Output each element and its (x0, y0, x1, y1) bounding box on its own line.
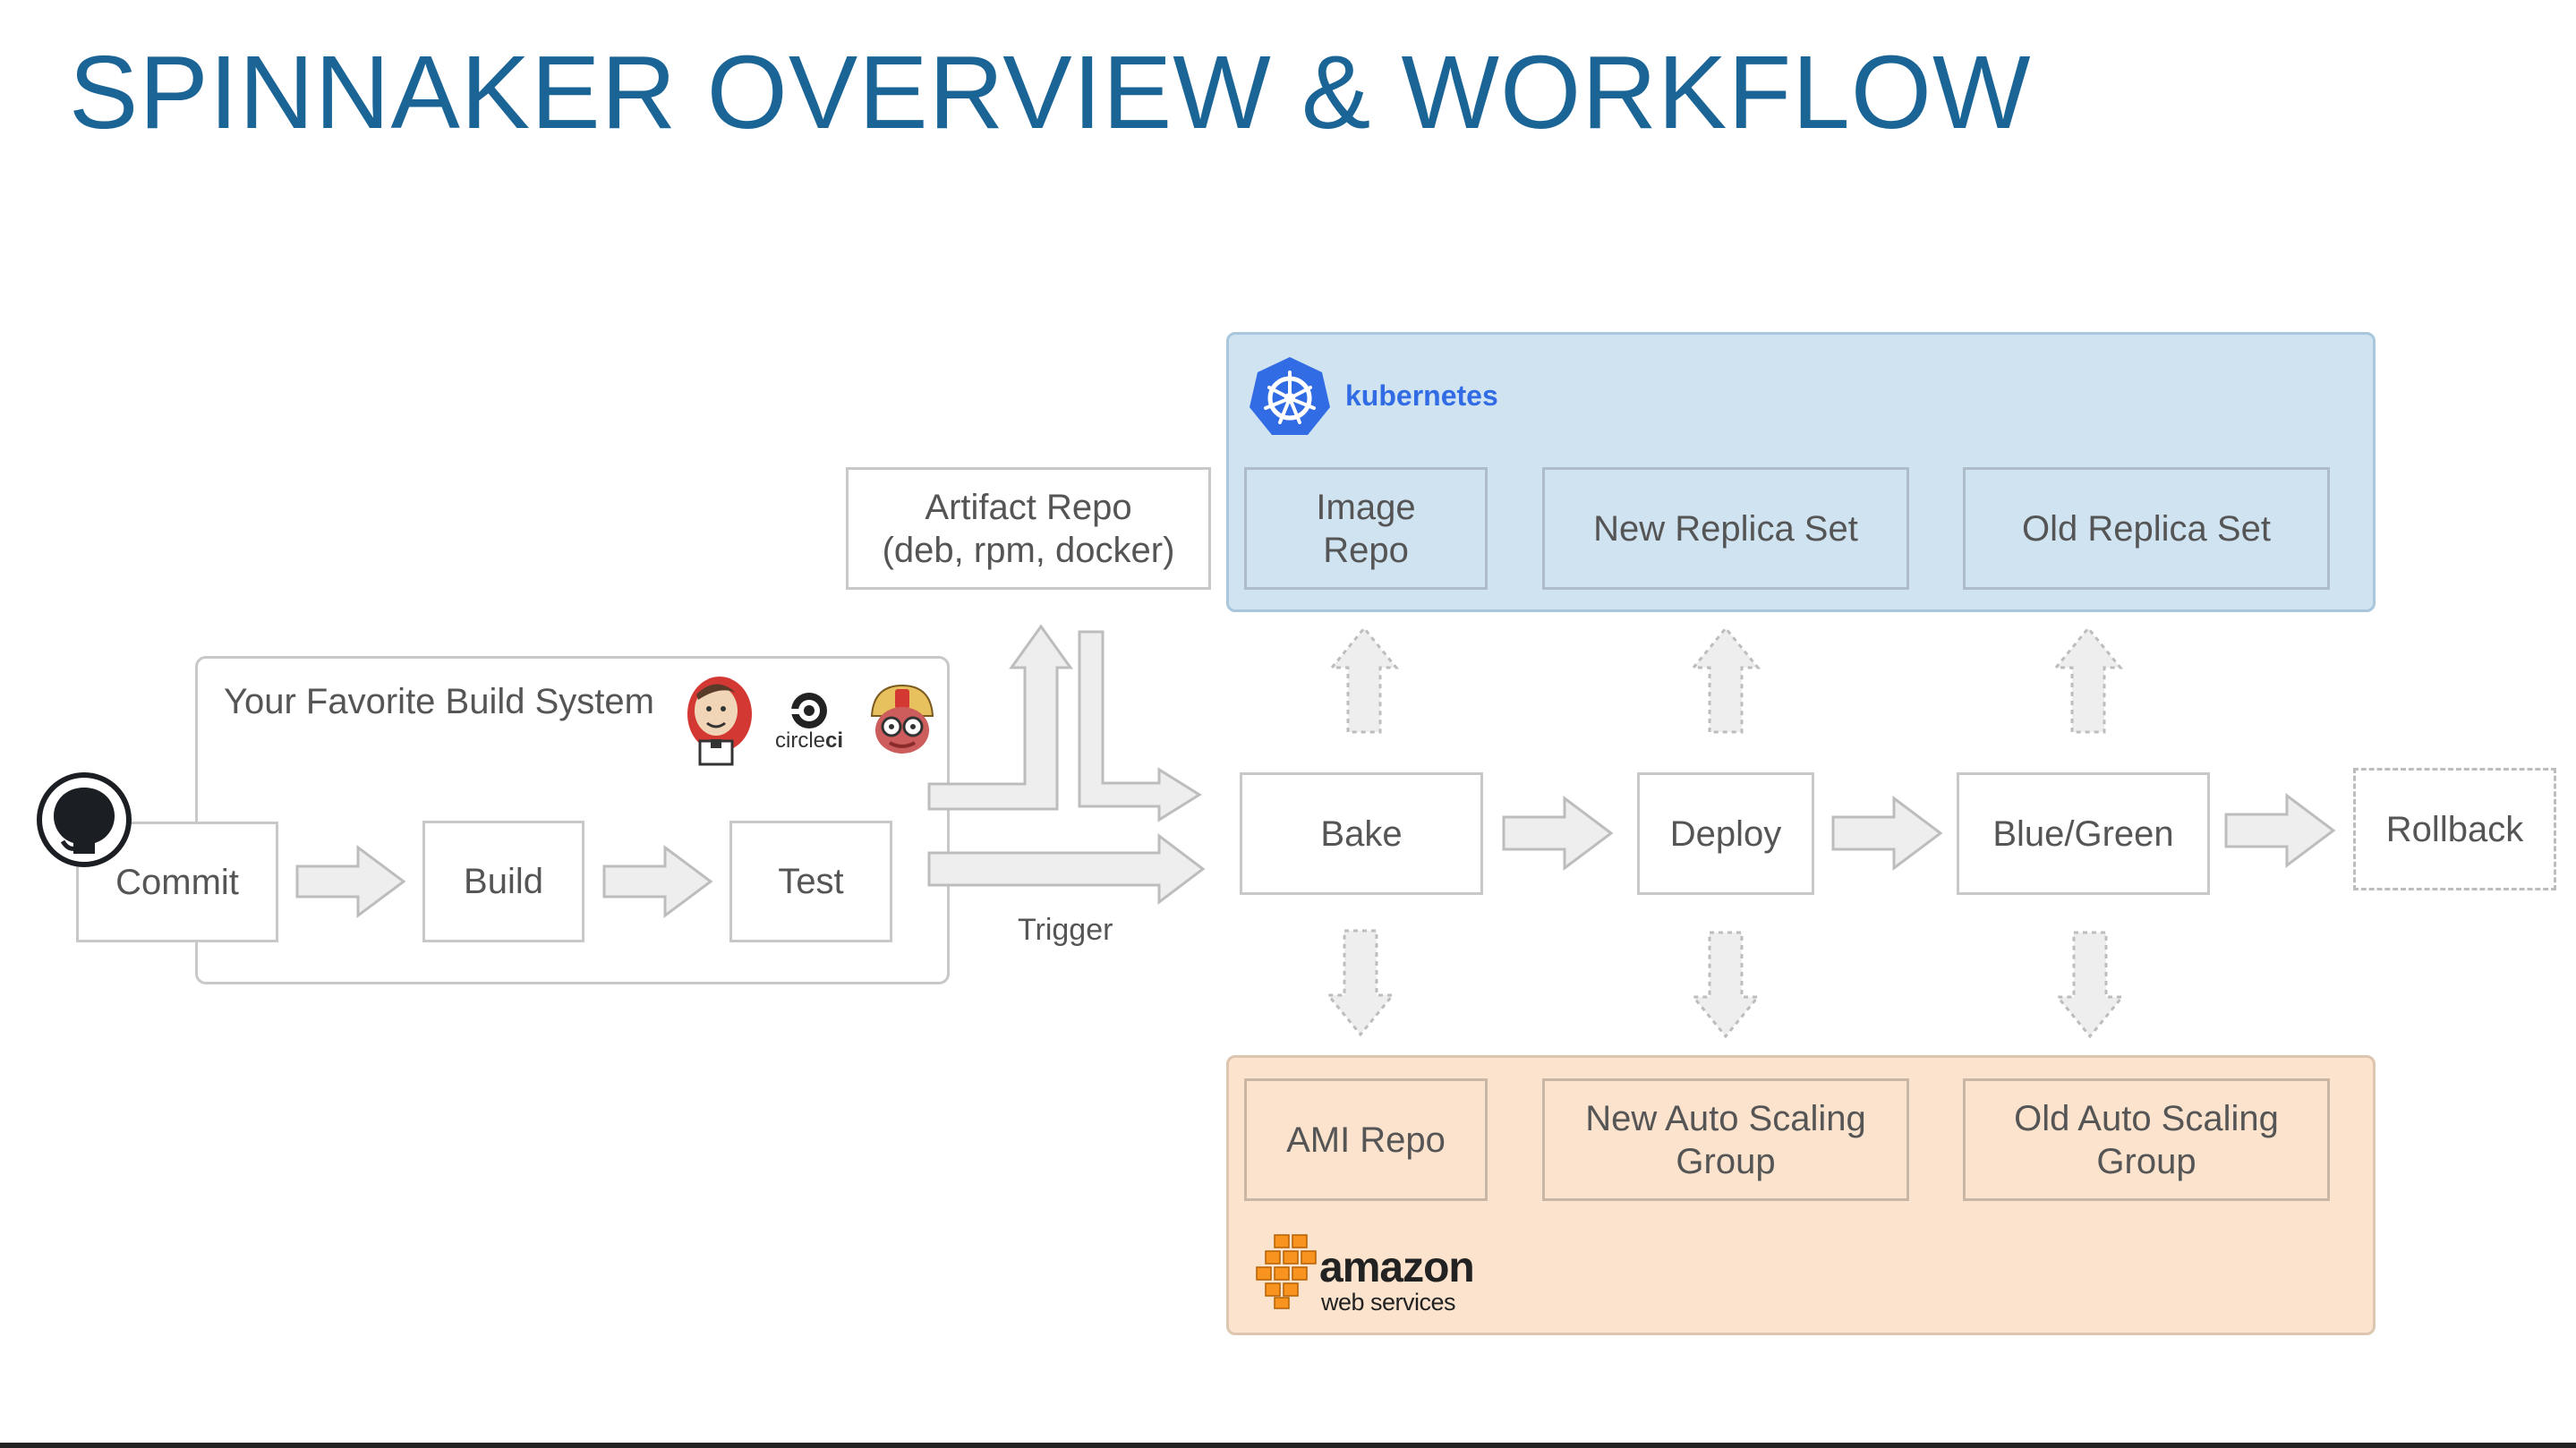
trigger-label: Trigger (1018, 913, 1113, 947)
arrow-artifact-to-bake (1078, 630, 1202, 822)
image-repo-line2: Repo (1323, 530, 1409, 570)
test-box: Test (729, 821, 892, 942)
circleci-text-light: circle (775, 728, 826, 753)
arrow-deploy-bluegreen (1831, 796, 1943, 871)
arrow-bake-deploy (1502, 796, 1614, 871)
commit-box: Commit (76, 822, 278, 942)
artifact-repo-types: (deb, rpm, docker) (882, 530, 1175, 570)
artifact-repo-box: Artifact Repo (deb, rpm, docker) (846, 467, 1211, 590)
page-title: SPINNAKER OVERVIEW & WORKFLOW (69, 34, 2032, 150)
kubernetes-icon (1248, 354, 1332, 439)
old-replica-set-box: Old Replica Set (1963, 467, 2330, 590)
travis-ci-icon (865, 682, 940, 757)
aws-wordmark-sub: web services (1321, 1289, 1456, 1316)
build-box: Build (422, 821, 584, 942)
arrow-deploy-up (1690, 626, 1761, 734)
old-asg-line1: Old Auto Scaling (2014, 1098, 2279, 1138)
arrow-commit-build (295, 845, 406, 918)
arrow-build-test (602, 845, 713, 918)
image-repo-box: Image Repo (1244, 467, 1488, 590)
arrow-to-artifact-repo (927, 624, 1073, 811)
rollback-box: Rollback (2353, 768, 2556, 890)
bake-label: Bake (1320, 813, 1403, 854)
bake-box: Bake (1240, 772, 1483, 895)
blue-green-box: Blue/Green (1957, 772, 2210, 895)
new-asg-line1: New Auto Scaling (1585, 1098, 1866, 1138)
deploy-label: Deploy (1669, 813, 1782, 854)
arrow-bake-down (1325, 929, 1396, 1037)
build-label: Build (464, 862, 543, 901)
arrow-bluegreen-down (2054, 931, 2126, 1039)
artifact-repo-title: Artifact Repo (925, 487, 1132, 527)
image-repo-line1: Image (1316, 487, 1416, 527)
ami-repo-label: AMI Repo (1286, 1120, 1446, 1160)
rollback-label: Rollback (2385, 809, 2524, 849)
aws-icon (1253, 1231, 1325, 1312)
github-icon (36, 771, 132, 868)
arrow-deploy-down (1690, 931, 1761, 1039)
bottom-rule (0, 1443, 2576, 1448)
jenkins-icon (680, 669, 754, 768)
arrow-bluegreen-up (2052, 626, 2124, 734)
new-replica-set-box: New Replica Set (1542, 467, 1909, 590)
kubernetes-wordmark: kubernetes (1345, 379, 1498, 412)
new-asg-line2: Group (1676, 1141, 1776, 1181)
old-replica-set-label: Old Replica Set (2022, 508, 2271, 549)
arrow-trigger (927, 832, 1206, 906)
commit-label: Commit (115, 862, 239, 902)
new-replica-set-label: New Replica Set (1593, 508, 1858, 549)
arrow-bluegreen-rollback (2224, 793, 2336, 868)
new-asg-box: New Auto Scaling Group (1542, 1078, 1909, 1201)
old-asg-box: Old Auto Scaling Group (1963, 1078, 2330, 1201)
circleci-text-bold: ci (825, 728, 844, 753)
ami-repo-box: AMI Repo (1244, 1078, 1488, 1201)
circleci-logo: circleci (772, 689, 852, 757)
arrow-bake-up (1328, 626, 1400, 734)
deploy-box: Deploy (1637, 772, 1814, 895)
build-system-label: Your Favorite Build System (224, 682, 654, 721)
test-label: Test (778, 862, 844, 901)
aws-wordmark: amazon (1319, 1244, 1475, 1291)
blue-green-label: Blue/Green (1992, 813, 2174, 854)
old-asg-line2: Group (2096, 1141, 2196, 1181)
